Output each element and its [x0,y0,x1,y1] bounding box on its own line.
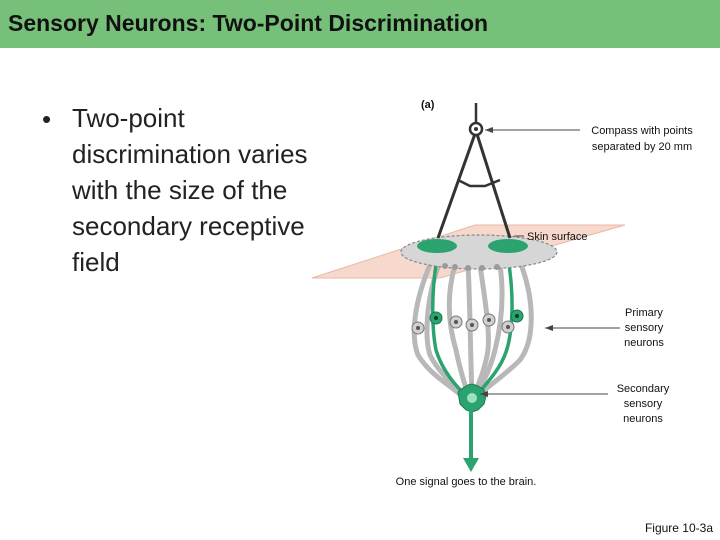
primary-label-line3: neurons [624,337,664,349]
skin-surface-label: Skin surface [527,231,588,243]
receptive-field-left [417,239,457,253]
primary-neuron-bodies [411,309,524,335]
compass-label-line1: Compass with points [591,125,693,137]
receptor-endings [442,263,500,271]
figure-reference: Figure 10-3a [645,521,713,535]
primary-label-line2: sensory [625,322,664,334]
secondary-label-line2: sensory [624,398,663,410]
primary-label-line1: Primary [625,307,663,319]
secondary-label-line3: neurons [623,413,663,425]
secondary-label-line1: Secondary [617,383,670,395]
leader-lines [480,129,620,395]
secondary-neuron [457,383,487,472]
arrowheads [480,127,553,397]
receptive-field-right [488,239,528,253]
bullet-marker: • [42,104,52,134]
compass [436,103,512,239]
title-bar: Sensory Neurons: Two-Point Discriminatio… [0,0,720,50]
panel-label: (a) [421,99,435,111]
slide-title: Sensory Neurons: Two-Point Discriminatio… [8,10,489,36]
signal-label: One signal goes to the brain. [396,476,537,488]
compass-label-line2: separated by 20 mm [592,141,692,153]
bullet-text: Two-point discrimination varies with the… [72,103,308,277]
green-primary-neurons [431,256,514,398]
